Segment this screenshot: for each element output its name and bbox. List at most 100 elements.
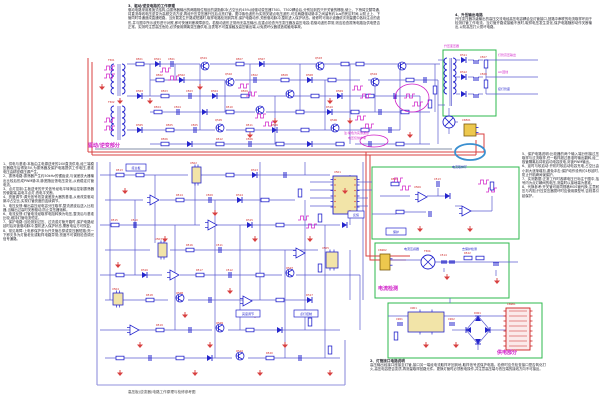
- schematic-label: D502: [178, 73, 185, 77]
- schematic-label: 电流互感器: [404, 246, 419, 251]
- net-label-box: [347, 210, 365, 219]
- power-wire: [476, 133, 485, 152]
- net-label-box: [125, 163, 147, 172]
- schematic-label: R504: [154, 105, 161, 109]
- diode-symbol: [137, 93, 142, 99]
- resistor-symbol: [255, 272, 265, 278]
- schematic-label: R503: [161, 89, 168, 93]
- schematic-label: D509: [336, 89, 343, 93]
- ic-chip: [157, 242, 168, 258]
- schematic-label: U504: [112, 287, 119, 291]
- pin-mark: [334, 200, 336, 203]
- schematic-label: R522: [464, 251, 471, 255]
- schematic-label: R518: [146, 293, 153, 297]
- waveform-annotation: [104, 73, 115, 79]
- ground-symbol: [227, 290, 233, 294]
- opamp-symbol: [169, 269, 180, 281]
- diode-symbol: [179, 77, 184, 83]
- resistor-symbol: [300, 127, 310, 133]
- notes-bottom-heading: 2、灯管接口电路说明: [370, 359, 405, 363]
- waveform-annotation: [306, 223, 317, 229]
- opamp-symbol: [417, 191, 428, 203]
- schematic-label: 反馈: [353, 212, 359, 217]
- notes-bottom-body: 高压输出经接口座接至灯管,接口另一端经电流取样环回到地,取样信号送保护电路。检修…: [370, 363, 546, 372]
- resistor-symbol: [225, 172, 235, 178]
- schematic-label: 接主板: [131, 165, 140, 170]
- waveform-annotation: [400, 185, 411, 191]
- waveform-annotation: [478, 179, 489, 185]
- waveform-annotation: [104, 125, 115, 131]
- resistor-symbol: [427, 99, 433, 109]
- schematic-label: CN902: [378, 248, 387, 252]
- resistor-symbol: [317, 213, 323, 223]
- section-outline-box: [387, 302, 543, 359]
- pin-mark: [334, 184, 336, 186]
- diode-symbol: [485, 327, 490, 333]
- resistor-symbol: [393, 331, 399, 341]
- waveform-annotation: [160, 67, 171, 73]
- resistor-symbol: [395, 141, 405, 147]
- schematic-label: R515: [111, 218, 118, 222]
- highlight-ellipse: [394, 83, 430, 113]
- schematic-label: Q502: [225, 72, 232, 76]
- schematic-label: C508: [480, 72, 487, 76]
- pin-mark: [354, 206, 356, 208]
- resistor-symbol: [340, 61, 350, 67]
- schematic-label: U503: [155, 237, 162, 241]
- section-outline-box: [371, 166, 520, 240]
- schematic-label: C507: [480, 55, 487, 59]
- resistor-symbol: [225, 109, 235, 115]
- opamp-symbol: [207, 219, 218, 231]
- resistor-symbol: [195, 272, 205, 278]
- resistor-symbol: [245, 127, 255, 133]
- notes-top-body: 驱动电路采用推挽式结构,由振荡器输出的两路相位相反的激励脉冲(占空比约45%)经…: [128, 8, 380, 29]
- diode-symbol: [142, 272, 147, 278]
- section-outline-box: [374, 242, 510, 299]
- schematic-label: C504: [174, 105, 181, 109]
- resistor-symbol: [160, 141, 170, 147]
- diode-symbol: [461, 57, 466, 63]
- resistor-symbol: [275, 141, 285, 147]
- ground-symbol: [117, 372, 123, 376]
- resistor-symbol: [160, 93, 170, 99]
- schematic-label: R517: [196, 268, 203, 272]
- notes-bottom-block: 2、灯管接口电路说明高压输出经接口座接至灯管,接口另一端经电流取样环回到地,取样…: [370, 359, 546, 371]
- schematic-label: Q506: [330, 118, 337, 122]
- schematic-label: 去保护检测: [462, 246, 477, 251]
- pin-mark: [334, 206, 336, 208]
- schematic-label: 保护: [393, 229, 399, 234]
- connector: [463, 123, 477, 137]
- schematic-label: R519: [156, 323, 163, 327]
- resistor-symbol: [260, 197, 270, 203]
- pin-mark: [354, 200, 356, 203]
- schematic-label: R516: [186, 243, 193, 247]
- ground-symbol: [122, 190, 128, 194]
- schematic-label: Q507: [286, 266, 293, 270]
- schematic-label: Q501: [200, 56, 207, 60]
- resistor-symbol: [327, 345, 333, 355]
- resistor-symbol: [145, 297, 155, 303]
- ground-symbol: [307, 238, 313, 242]
- resistor-symbol: [355, 61, 365, 67]
- schematic-label: 电压仅供参考: [348, 135, 366, 140]
- connector: [379, 253, 391, 271]
- power-wire: [365, 152, 410, 257]
- schematic-label: C502: [251, 73, 258, 77]
- ic-dip: [332, 175, 358, 215]
- diode-symbol: [137, 127, 142, 133]
- schematic-label: CN901: [507, 302, 516, 306]
- schematic-label: R508: [281, 73, 288, 77]
- schematic-label: C505: [191, 123, 198, 127]
- waveform-annotation: [298, 215, 309, 221]
- ground-symbol: [115, 264, 121, 268]
- inductor-coil-symbol: [121, 63, 126, 95]
- waveform-annotation: [392, 177, 403, 183]
- diode-symbol: [252, 172, 257, 178]
- schematic-label: U505: [322, 246, 329, 250]
- resistor-symbol: [135, 172, 145, 178]
- ground-symbol: [207, 344, 213, 348]
- diode-symbol: [475, 339, 481, 344]
- net-label-box: [235, 309, 261, 318]
- notes-left-column: 1、供电与基准:本板由主电源送来的24V直流供电,经三端稳压器稳压后得到5V,为…: [3, 162, 94, 241]
- diode-symbol: [155, 61, 160, 67]
